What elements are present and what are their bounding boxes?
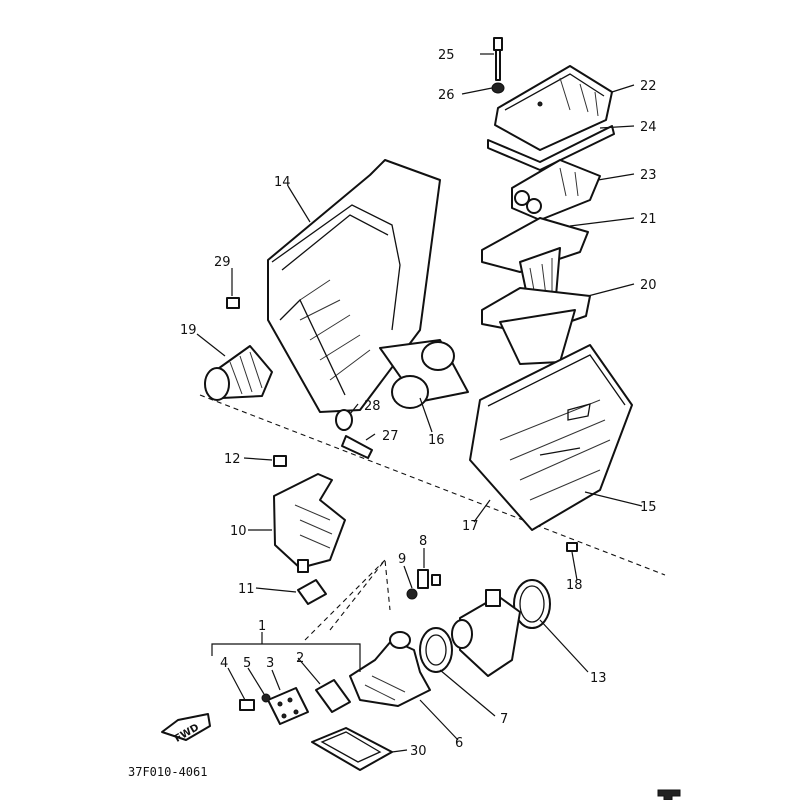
callout-18: 18 (566, 578, 583, 593)
part-2-reed-plate (315, 679, 351, 713)
callout-3: 3 (266, 656, 274, 671)
part-13-ring (513, 579, 551, 629)
part-8-bolt (417, 569, 441, 589)
leader-lines (196, 53, 643, 753)
callout-1: 1 (258, 619, 266, 634)
part-24-gasket (487, 125, 615, 171)
callout-14: 14 (274, 175, 291, 190)
part-10-housing (273, 473, 346, 573)
callout-labels: 25 26 22 24 23 21 20 14 29 19 28 27 16 1… (180, 48, 657, 759)
part-11-clamp (297, 579, 327, 605)
part-4-screw (239, 699, 255, 711)
part-22-cover (494, 65, 613, 151)
part-12-screw (273, 455, 287, 467)
part-9-nut (406, 588, 418, 600)
callout-27: 27 (382, 429, 399, 444)
part-code: 37F010-4061 (128, 765, 207, 779)
callout-29: 29 (214, 255, 231, 270)
callout-11: 11 (238, 582, 255, 597)
fwd-arrow: FWD (161, 713, 211, 745)
part-5-washer (261, 693, 271, 703)
callout-25: 25 (438, 48, 455, 63)
callout-2: 2 (296, 651, 304, 666)
callout-16: 16 (428, 433, 445, 448)
callout-24: 24 (640, 120, 657, 135)
part-29-screw (226, 297, 240, 309)
part-16-intake-joint (379, 339, 469, 409)
part-30-gasket (311, 727, 393, 771)
part-3-reed-stopper (267, 687, 309, 725)
corner-mark (657, 789, 681, 800)
part-18-screw (566, 542, 578, 552)
callout-10: 10 (230, 524, 247, 539)
callout-21: 21 (640, 212, 657, 227)
callout-30: 30 (410, 744, 427, 759)
part-28-clamp (335, 409, 353, 431)
callout-20: 20 (640, 278, 657, 293)
callout-7: 7 (500, 712, 508, 727)
part-21-element-holder (481, 217, 589, 301)
callout-17: 17 (462, 519, 479, 534)
callout-28: 28 (364, 399, 381, 414)
callout-13: 13 (590, 671, 607, 686)
callout-19: 19 (180, 323, 197, 338)
callout-5: 5 (243, 656, 251, 671)
callout-23: 23 (640, 168, 657, 183)
part-23-duct (511, 159, 601, 221)
callout-8: 8 (419, 534, 427, 549)
callout-6: 6 (455, 736, 463, 751)
part-27-drain (341, 435, 373, 459)
callout-15: 15 (640, 500, 657, 515)
part-25-bolt (493, 37, 503, 81)
part-19-joint (204, 345, 273, 401)
callout-12: 12 (224, 452, 241, 467)
assembly-guide-lines (199, 394, 666, 641)
part-15-air-box (469, 344, 633, 531)
part-26-nut (491, 82, 505, 94)
callout-22: 22 (640, 79, 657, 94)
carburetor-body (451, 589, 521, 677)
callout-4: 4 (220, 656, 228, 671)
callout-26: 26 (438, 88, 455, 103)
part-6-manifold (349, 631, 431, 707)
callout-9: 9 (398, 552, 406, 567)
part-7-clamp (419, 627, 453, 673)
part-20-element (481, 287, 591, 365)
